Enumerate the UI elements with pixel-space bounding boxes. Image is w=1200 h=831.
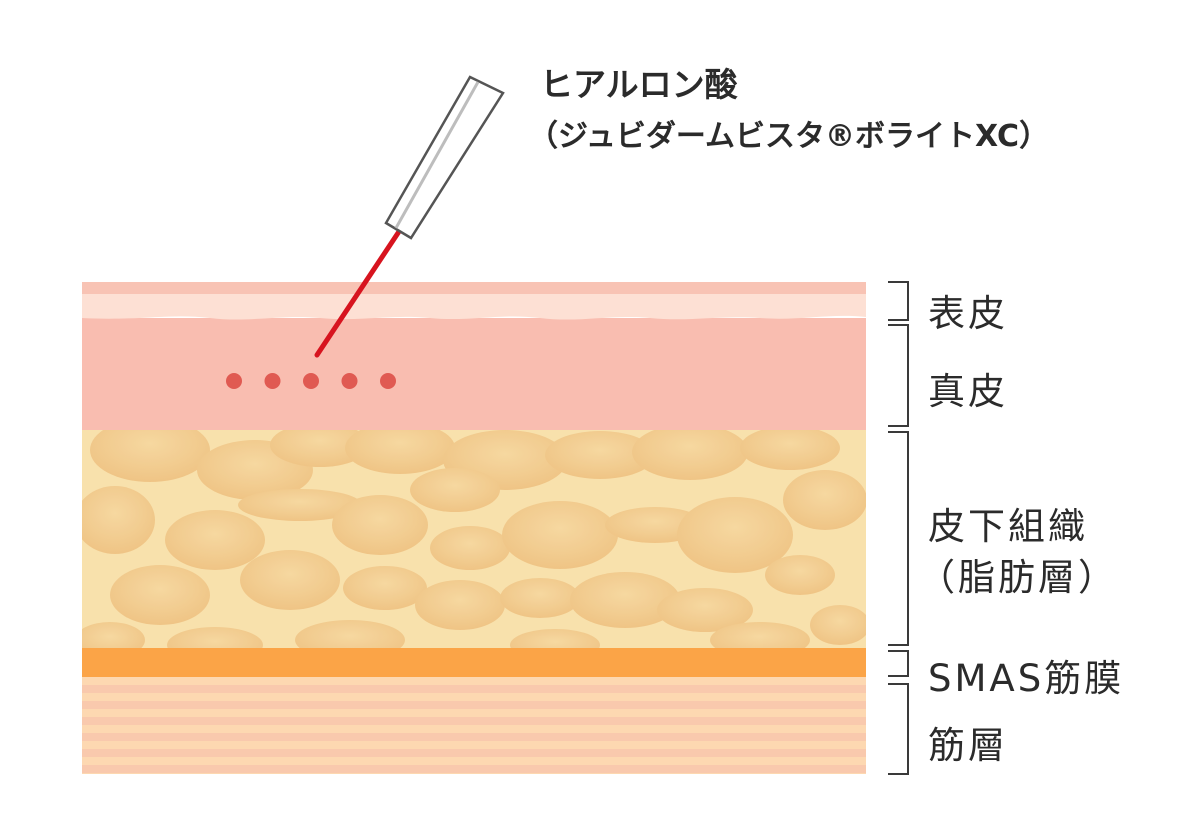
muscle-stripe — [82, 701, 866, 709]
muscle-stripe — [82, 725, 866, 733]
muscle-bracket — [888, 683, 909, 775]
subcutaneous-bracket — [888, 431, 909, 646]
injection-dot — [341, 373, 358, 389]
product-subtitle: （ジュビダームビスタ®ボライトXC） — [528, 119, 1049, 154]
needle-tip — [314, 227, 403, 358]
muscle-stripe — [82, 685, 866, 693]
epidermis-layer — [82, 282, 866, 320]
dermis-bracket — [888, 324, 909, 427]
subcutaneous-fat-layer — [82, 430, 866, 648]
dermis-layer — [82, 318, 866, 432]
injection-points — [226, 373, 396, 389]
label-muscle: 筋層 — [928, 724, 1008, 767]
smas-layer — [82, 648, 866, 677]
muscle-stripe — [82, 693, 866, 701]
muscle-stripe — [82, 749, 866, 757]
injection-dot — [380, 373, 396, 389]
muscle-stripe — [82, 677, 866, 685]
muscle-stripe — [82, 741, 866, 749]
label-epidermis: 表皮 — [928, 292, 1008, 335]
smas-bracket — [888, 650, 909, 677]
label-dermis: 真皮 — [928, 370, 1008, 413]
muscle-layer — [82, 677, 866, 774]
label-subcutaneous-sub: （脂肪層） — [918, 556, 1118, 599]
muscle-stripe — [82, 757, 866, 765]
injection-dot — [303, 373, 319, 389]
label-subcutaneous: 皮下組織 — [928, 505, 1088, 548]
injection-dot — [264, 373, 281, 389]
muscle-stripe — [82, 709, 866, 717]
muscle-stripe — [82, 765, 866, 773]
needle-hub — [384, 75, 505, 240]
needle — [314, 75, 505, 358]
epidermis-bracket — [888, 281, 909, 321]
muscle-stripe — [82, 717, 866, 725]
label-smas: SMAS筋膜 — [928, 657, 1124, 700]
product-title: ヒアルロン酸 — [540, 65, 739, 104]
muscle-stripe — [82, 773, 866, 774]
injection-dot — [226, 373, 242, 389]
muscle-stripe — [82, 733, 866, 741]
